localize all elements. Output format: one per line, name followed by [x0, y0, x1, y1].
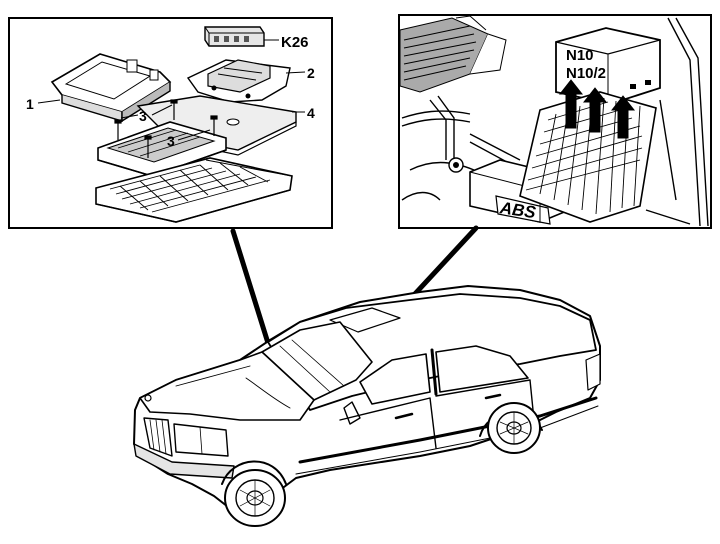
label-1: 1 [26, 96, 34, 112]
rear-door [435, 379, 535, 421]
label-n10: N10 [566, 47, 594, 64]
n10-control-unit [555, 27, 661, 105]
left-inset-panel: K26 1 2 4 [8, 17, 333, 229]
hood [139, 351, 315, 421]
relay-k26 [204, 26, 279, 47]
label-k26: K26 [281, 34, 309, 51]
label-3-upper: 3 [139, 108, 147, 124]
engine-bay-grille [399, 15, 507, 93]
front-door-handle [394, 412, 414, 420]
rear-side-window [435, 345, 529, 393]
side-rub-strip [298, 396, 598, 464]
socket-block [95, 157, 293, 223]
leader-2 [285, 71, 306, 74]
relay-holder-plate [186, 59, 291, 103]
label-3-lower: 3 [167, 133, 175, 149]
tail-light [585, 353, 601, 391]
leader-1 [37, 99, 61, 104]
right-inset-panel: ABS N10 N10/2 [398, 14, 712, 229]
sunroof [329, 307, 401, 333]
screws-3 [114, 99, 218, 158]
arrows-up [558, 79, 636, 139]
hood-emblem [144, 394, 152, 402]
front-door [339, 397, 437, 449]
front-side-window [359, 353, 431, 405]
label-2: 2 [307, 65, 315, 81]
car-illustration [133, 285, 601, 527]
rear-wheel [487, 402, 541, 454]
rear-door-handle [484, 393, 502, 400]
label-4: 4 [307, 105, 315, 121]
front-bumper [133, 443, 235, 479]
label-n10-2: N10/2 [566, 65, 606, 82]
relay-rack [519, 91, 657, 223]
front-wheel [224, 469, 286, 527]
engine-bay-right-wall [645, 17, 709, 227]
